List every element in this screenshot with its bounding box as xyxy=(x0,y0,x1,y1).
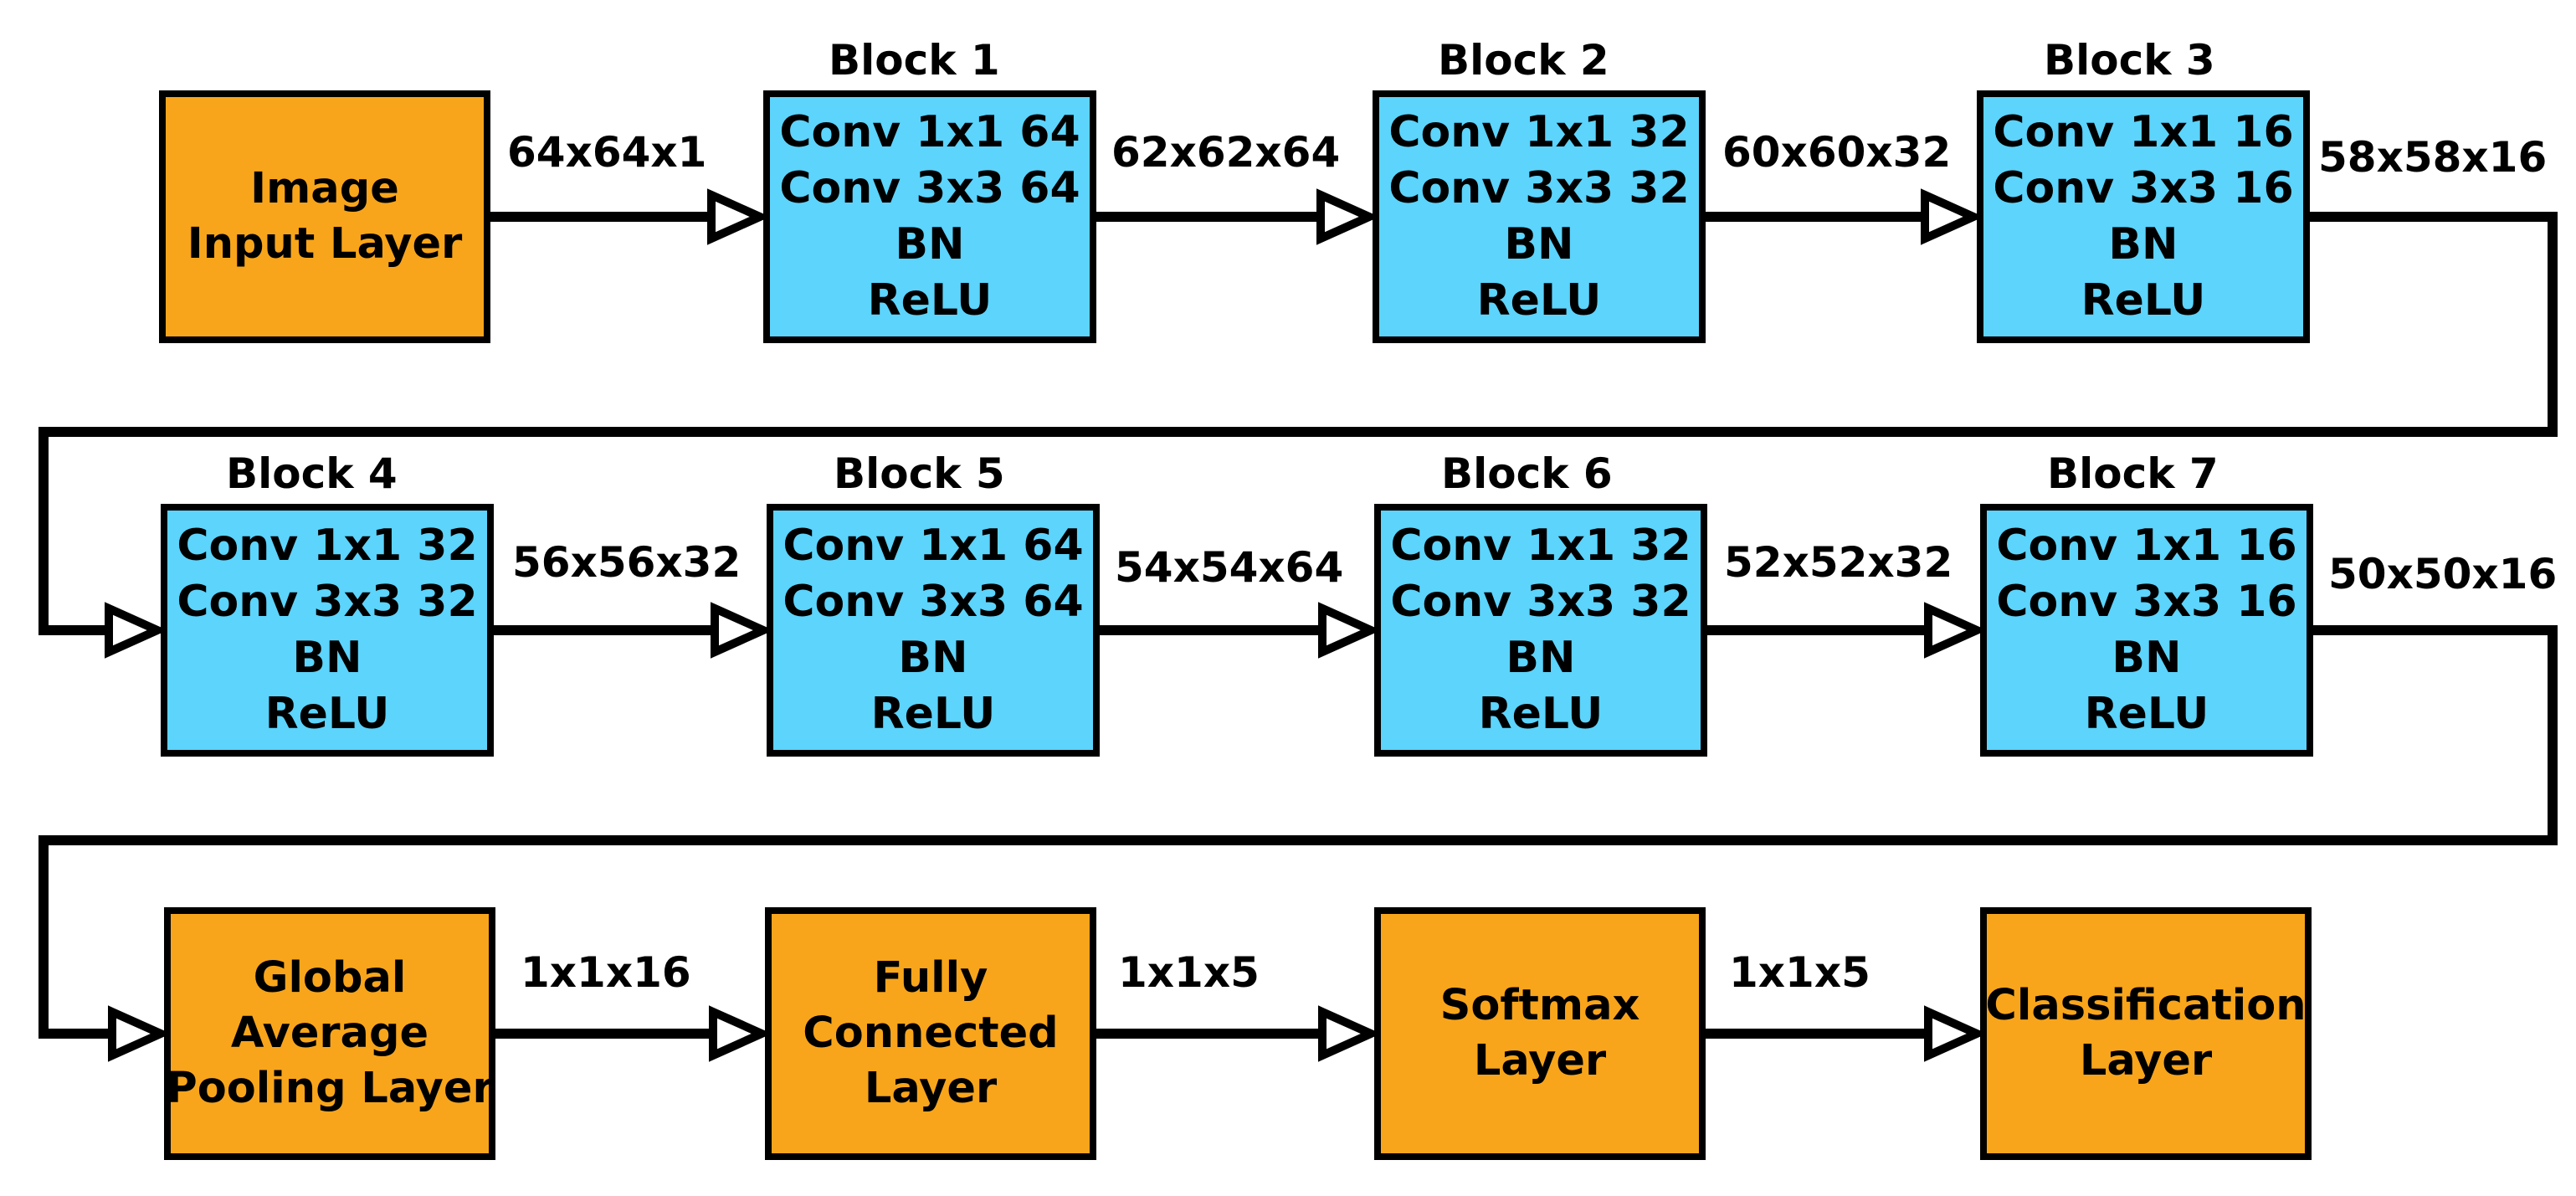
node-label-line: Conv 1x1 32 xyxy=(1388,107,1690,157)
flow-label-block-3-to-block-4: 58x58x16 xyxy=(2318,133,2548,182)
arrowhead xyxy=(709,1005,772,1062)
node-label-line: Softmax xyxy=(1439,981,1640,1030)
block-3-node: Conv 1x1 16 Conv 3x3 16 BN ReLU xyxy=(1977,90,2310,343)
node-label-line: Fully xyxy=(873,953,988,1003)
node-label-line: BN xyxy=(895,219,965,269)
flow-label-input-to-block-1: 64x64x1 xyxy=(507,128,707,177)
node-label-line: Conv 1x1 64 xyxy=(779,107,1080,157)
node-label-line: ReLU xyxy=(2084,689,2209,739)
node-label-line: BN xyxy=(2108,219,2178,269)
node-label-line: Conv 1x1 16 xyxy=(1996,521,2297,571)
node-label-line: Conv 1x1 16 xyxy=(1993,107,2294,157)
node-label-line: BN xyxy=(898,633,968,683)
classification-layer-node: Classification Layer xyxy=(1980,907,2312,1160)
node-label-line: Conv 3x3 16 xyxy=(1993,163,2294,213)
flow-label-block-5-to-block-6: 54x54x64 xyxy=(1115,543,1344,592)
node-label-line: ReLU xyxy=(870,689,996,739)
arrowhead xyxy=(108,1005,172,1062)
node-label-line: Pooling Layer xyxy=(166,1064,494,1113)
flow-label-gap-to-fc: 1x1x16 xyxy=(521,948,691,997)
node-label-line: BN xyxy=(1504,219,1574,269)
node-label-line: Layer xyxy=(1473,1036,1607,1086)
node-label-line: BN xyxy=(292,633,362,683)
block-4-title: Block 4 xyxy=(226,449,398,498)
block-7-title: Block 7 xyxy=(2047,449,2219,498)
node-label-line: ReLU xyxy=(1476,275,1602,326)
flow-label-softmax-to-classification: 1x1x5 xyxy=(1729,948,1870,997)
softmax-layer-node: Softmax Layer xyxy=(1374,907,1706,1160)
flow-label-block-2-to-block-3: 60x60x32 xyxy=(1722,128,1952,177)
node-label-line: Conv 3x3 64 xyxy=(779,163,1080,213)
node-label-line: ReLU xyxy=(2081,275,2206,326)
fully-connected-layer-node: Fully Connected Layer xyxy=(765,907,1096,1160)
connector-edge xyxy=(38,625,2558,1039)
block-2-node: Conv 1x1 32 Conv 3x3 32 BN ReLU xyxy=(1373,90,1706,343)
block-4-node: Conv 1x1 32 Conv 3x3 32 BN ReLU xyxy=(161,504,494,757)
flow-label-fc-to-softmax: 1x1x5 xyxy=(1118,948,1260,997)
arrowhead xyxy=(105,602,168,659)
block-5-title: Block 5 xyxy=(834,449,1005,498)
global-average-pooling-layer-node: Global Average Pooling Layer xyxy=(164,907,495,1160)
node-label-line: ReLU xyxy=(1478,689,1604,739)
block-6-title: Block 6 xyxy=(1441,449,1613,498)
node-label-line: Layer xyxy=(2079,1036,2213,1086)
node-label-line: Average xyxy=(230,1009,429,1058)
flow-label-block-7-to-gap: 50x50x16 xyxy=(2328,550,2558,598)
flow-label-block-6-to-block-7: 52x52x32 xyxy=(1724,538,1953,587)
arrowhead xyxy=(1924,1005,1988,1062)
block-5-node: Conv 1x1 64 Conv 3x3 64 BN ReLU xyxy=(767,504,1100,757)
block-7-node: Conv 1x1 16 Conv 3x3 16 BN ReLU xyxy=(1980,504,2313,757)
node-label-line: Conv 1x1 32 xyxy=(1390,521,1691,571)
node-label-line: Classification xyxy=(1985,981,2307,1030)
connector-edge xyxy=(38,212,2558,635)
arrowhead xyxy=(1921,188,1984,245)
node-label-line: Conv 3x3 32 xyxy=(1388,163,1690,213)
block-3-title: Block 3 xyxy=(2044,36,2215,85)
node-label-line: Layer xyxy=(864,1064,998,1113)
image-input-layer-node: Image Input Layer xyxy=(159,90,490,343)
arrowhead xyxy=(1924,602,1988,659)
arrowhead xyxy=(1318,1005,1382,1062)
node-label-line: Conv 3x3 16 xyxy=(1996,577,2297,627)
node-label-line: ReLU xyxy=(867,275,993,326)
node-label-line: Input Layer xyxy=(187,219,463,269)
node-label-line: Conv 3x3 32 xyxy=(1390,577,1691,627)
arrowhead xyxy=(711,602,774,659)
flow-label-block-1-to-block-2: 62x62x64 xyxy=(1111,128,1341,177)
node-label-line: Conv 3x3 64 xyxy=(783,577,1084,627)
flow-label-block-4-to-block-5: 56x56x32 xyxy=(512,538,741,587)
node-label-line: BN xyxy=(2112,633,2182,683)
block-1-title: Block 1 xyxy=(829,36,1000,85)
node-label-line: Global xyxy=(253,953,407,1003)
block-2-title: Block 2 xyxy=(1438,36,1609,85)
node-label-line: Conv 3x3 32 xyxy=(177,577,478,627)
node-label-line: Conv 1x1 32 xyxy=(177,521,478,571)
block-6-node: Conv 1x1 32 Conv 3x3 32 BN ReLU xyxy=(1374,504,1707,757)
node-label-line: Image xyxy=(250,164,399,213)
arrowhead xyxy=(707,188,771,245)
node-label-line: ReLU xyxy=(264,689,390,739)
arrowhead xyxy=(1316,188,1380,245)
node-label-line: Conv 1x1 64 xyxy=(783,521,1084,571)
node-label-line: Connected xyxy=(803,1009,1059,1058)
block-1-node: Conv 1x1 64 Conv 3x3 64 BN ReLU xyxy=(763,90,1096,343)
node-label-line: BN xyxy=(1506,633,1576,683)
arrowhead xyxy=(1318,602,1382,659)
